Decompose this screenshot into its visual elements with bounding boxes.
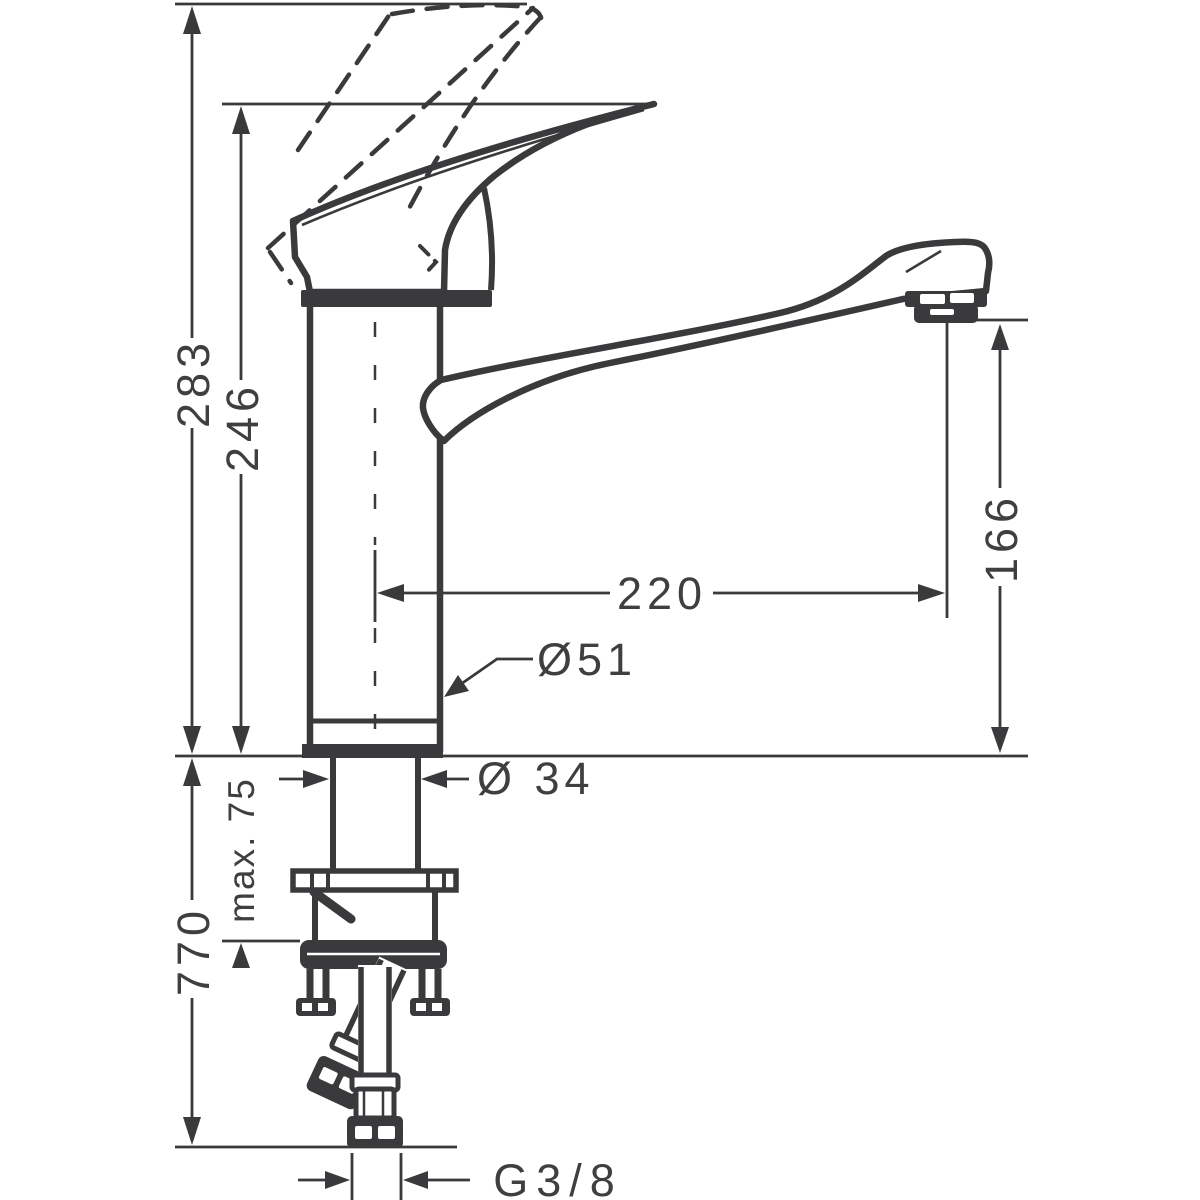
dim-220-label: 220 (617, 568, 707, 619)
faucet-body (306, 295, 444, 755)
aerator-slit (930, 309, 954, 315)
handle-closed (289, 100, 658, 307)
open-handle-edge-right (265, 5, 536, 251)
dim-166-label: 166 (976, 493, 1027, 583)
dim-770-label: 770 (168, 906, 219, 996)
arrow-left-d34 (421, 770, 447, 788)
connector-slot (355, 1126, 372, 1139)
hose-walls (358, 967, 392, 1077)
arrow-left-g38 (403, 1171, 428, 1189)
arrow-up-max75 (232, 943, 250, 968)
open-handle-left-cap (267, 249, 294, 286)
open-handle-tip-cap (389, 2, 544, 21)
dimension-d51: Ø51 (444, 634, 637, 697)
washer-plate (290, 868, 459, 893)
dim-283-label: 283 (168, 338, 219, 428)
arrow-up-246 (232, 106, 250, 134)
dimension-770: 770 (168, 758, 219, 1145)
connector-slot (378, 1126, 395, 1139)
aerator-slot-left (920, 294, 945, 304)
spout-outline (419, 238, 993, 445)
dim-g38-label: G3/8 (493, 1155, 623, 1200)
handle-base-band (301, 290, 492, 307)
open-handle-edge-inner-curve (401, 14, 544, 221)
supply-hose-vertical (347, 965, 403, 1148)
foot-slot (318, 1003, 328, 1011)
dim-246-label: 246 (217, 382, 268, 472)
body-foot-band (302, 744, 443, 758)
handle-lever-outline (289, 100, 658, 296)
hose-neck-ticks (362, 1090, 385, 1117)
dimension-220: 220 (377, 568, 945, 619)
arrow-up-770 (183, 758, 201, 786)
mounting-assembly (290, 757, 459, 1016)
foot-slot (416, 1003, 426, 1011)
reference-lines (175, 2, 1028, 1149)
hose-connector (347, 1116, 403, 1148)
washer-plate-ticks (310, 872, 446, 889)
handle-dome-right-edge (481, 187, 496, 291)
hose-connector (306, 1055, 368, 1110)
dimension-max75: max. 75 (221, 777, 262, 968)
arrow-right-d34 (303, 770, 329, 788)
bracket-foot-left (296, 998, 336, 1016)
arrow-up-166 (991, 324, 1009, 350)
dim-d34-label: Ø 34 (477, 753, 595, 804)
bracket-legs (306, 969, 442, 1000)
arrow-down-770 (183, 1117, 201, 1145)
handle-inner-line (301, 108, 645, 227)
dimension-g38: G3/8 (298, 1153, 623, 1200)
foot-slot (302, 1003, 312, 1011)
dimension-d34: Ø 34 (279, 753, 595, 804)
arrow-leader-d51 (444, 675, 469, 697)
open-handle-edge-left (295, 11, 393, 153)
foot-slot (432, 1003, 442, 1011)
bracket-foot-right (410, 998, 450, 1016)
aerator-slot-right (950, 293, 974, 303)
dimension-246: 246 (217, 106, 268, 754)
dim-d51-label: Ø51 (537, 634, 637, 685)
aerator (905, 291, 987, 323)
open-handle-base-mark (418, 244, 439, 277)
spout (419, 238, 993, 445)
body-base (302, 718, 443, 758)
arrow-right-220 (918, 584, 945, 602)
leader-line-d51 (450, 657, 533, 693)
arrow-left-220 (377, 584, 404, 602)
arrow-down-283 (183, 726, 201, 754)
arrow-down-246 (232, 726, 250, 754)
hose-neck (353, 1086, 397, 1121)
connector-slot (318, 1067, 338, 1085)
dimension-166: 166 (976, 324, 1027, 753)
arrow-down-166 (991, 727, 1009, 753)
clamp-wedge (309, 887, 356, 924)
dim-max75-label: max. 75 (221, 777, 262, 923)
arrow-up-283 (183, 6, 201, 34)
dimension-283: 283 (168, 6, 219, 754)
dim-ticks-g38 (350, 1153, 403, 1200)
handle-open-dashed (265, 2, 544, 286)
spout-head-accent-line (905, 249, 942, 274)
arrow-right-g38 (325, 1171, 350, 1189)
